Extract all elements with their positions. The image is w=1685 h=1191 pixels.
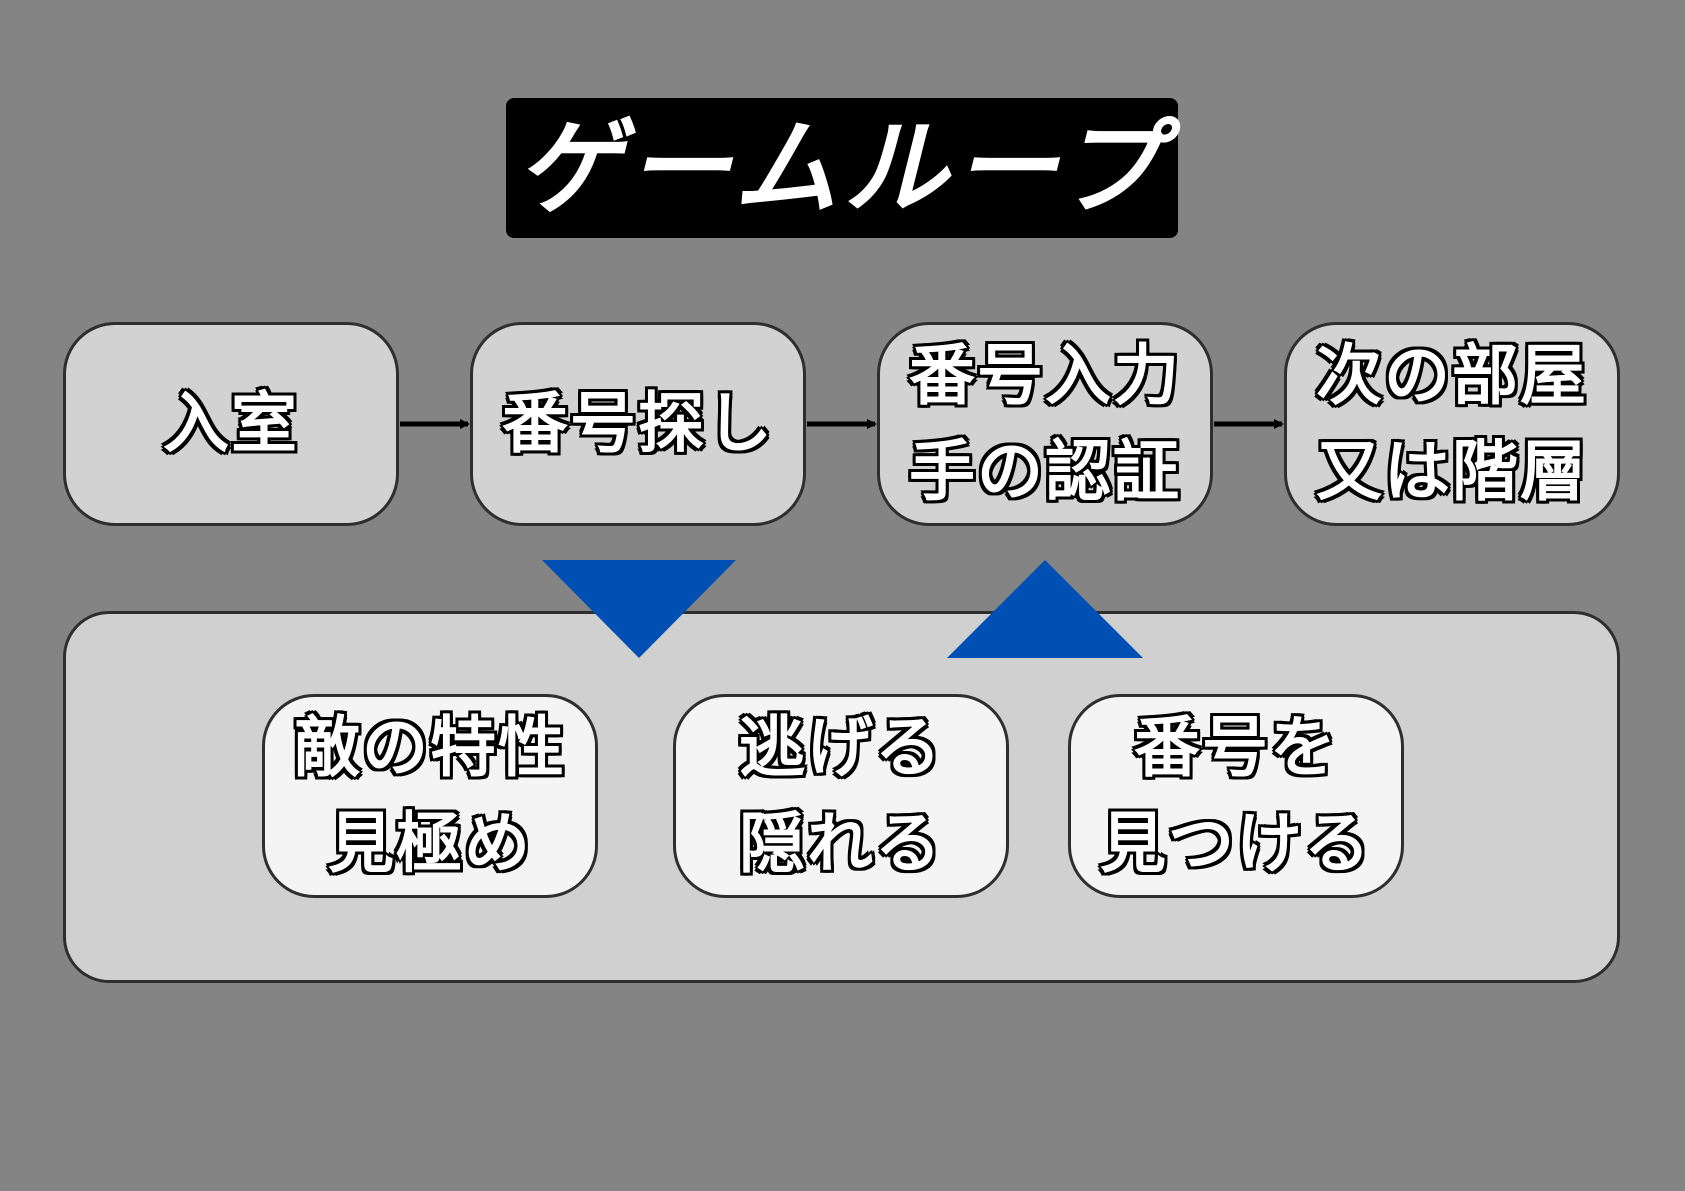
- diagram-title-box: ゲームループ: [506, 98, 1178, 238]
- step-label-line: 入室: [162, 384, 299, 464]
- sub-step-label-line: 番号を: [1133, 708, 1338, 788]
- step-search-number: 番号探し: [470, 322, 806, 526]
- step-label-line: 手の認証: [908, 432, 1181, 512]
- sub-step-label-line: 見つける: [1099, 804, 1372, 884]
- step-label-line: 又は階層: [1315, 432, 1588, 512]
- step-next-room: 次の部屋 又は階層: [1284, 322, 1620, 526]
- sub-step-find-number: 番号を 見つける: [1068, 694, 1404, 898]
- diagram-title: ゲームループ: [516, 107, 1168, 229]
- sub-step-label-line: 隠れる: [738, 804, 943, 884]
- step-label-line: 番号入力: [908, 336, 1181, 416]
- sub-step-label-line: 逃げる: [738, 708, 943, 788]
- sub-step-label-line: 見極め: [327, 804, 532, 884]
- step-enter-room: 入室: [63, 322, 399, 526]
- sub-step-enemy-traits: 敵の特性 見極め: [262, 694, 598, 898]
- step-label-line: 次の部屋: [1315, 336, 1588, 416]
- sub-step-label-line: 敵の特性: [293, 708, 566, 788]
- step-label-line: 番号探し: [501, 384, 774, 464]
- sub-step-escape-hide: 逃げる 隠れる: [673, 694, 1009, 898]
- step-enter-number: 番号入力 手の認証: [877, 322, 1213, 526]
